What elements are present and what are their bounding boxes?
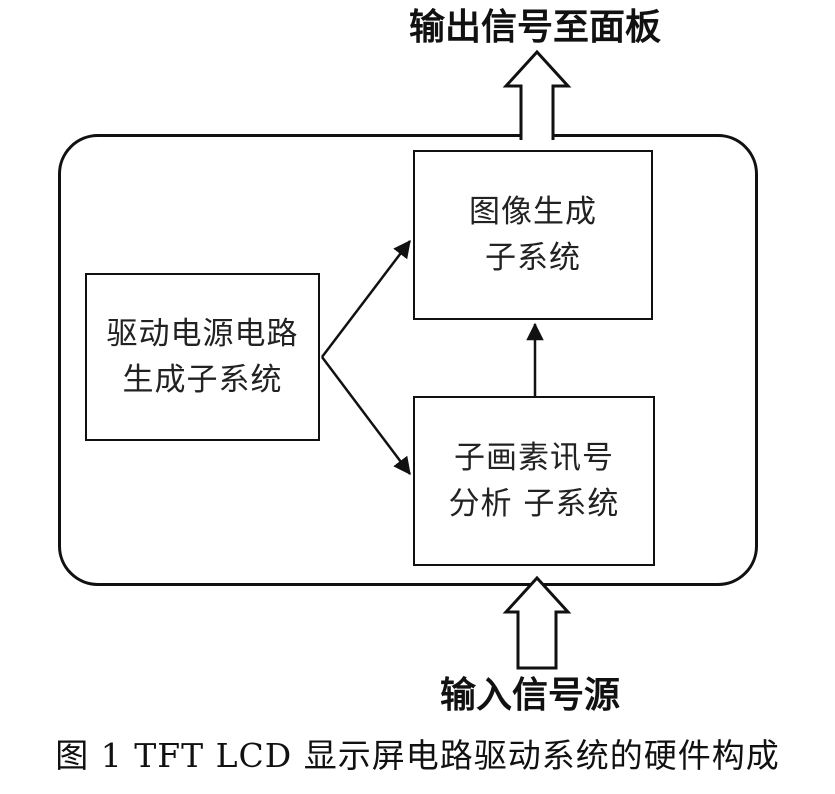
box-label-line: 生成子系统 bbox=[122, 362, 283, 398]
system-enclosure bbox=[58, 134, 758, 586]
figure-caption: 图 1 TFT LCD 显示屏电路驱动系统的硬件构成 bbox=[55, 736, 780, 775]
power-circuit-subsystem-box: 驱动电源电路 生成子系统 bbox=[85, 273, 320, 441]
subpixel-signal-analysis-subsystem-box: 子画素讯号 分析 子系统 bbox=[413, 396, 655, 566]
box-label-line: 子系统 bbox=[485, 240, 581, 276]
input-signal-label: 输入信号源 bbox=[439, 675, 620, 716]
box-label-line: 图像生成 bbox=[469, 194, 597, 230]
box-label-line: 驱动电源电路 bbox=[106, 316, 299, 352]
output-signal-label: 输出信号至面板 bbox=[408, 7, 661, 48]
input-arrow-icon bbox=[502, 575, 572, 670]
box-label-line: 分析 子系统 bbox=[448, 486, 620, 522]
image-generation-subsystem-box: 图像生成 子系统 bbox=[413, 150, 653, 320]
output-arrow-icon bbox=[502, 49, 572, 140]
box-label-line: 子画素讯号 bbox=[454, 440, 614, 476]
